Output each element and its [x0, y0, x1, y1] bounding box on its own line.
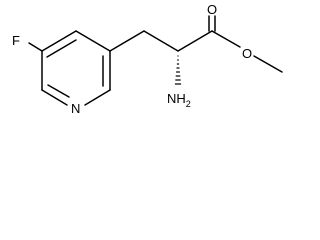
bond-carbonyl-ester-o — [211, 30, 241, 48]
bond-n-c6-inner — [47, 84, 70, 98]
amine-subscript: 2 — [186, 99, 191, 109]
bond-c4-c3 — [75, 30, 111, 52]
carbonyl-oxygen-label: O — [207, 2, 217, 17]
bond-c2-n — [84, 89, 111, 106]
pyridine-ring — [41, 30, 111, 106]
bond-alpha-carbonyl — [177, 30, 213, 52]
bond-c5-fluorine — [28, 42, 43, 52]
fluorine-label: F — [12, 33, 20, 48]
hashed-wedge-lines — [174, 55, 182, 85]
side-chain — [109, 15, 283, 85]
ring-nitrogen-label: N — [71, 101, 80, 116]
bond-c5-c4 — [41, 30, 77, 52]
bond-n-c6 — [41, 89, 68, 106]
bond-ring-ch2 — [109, 30, 145, 52]
ester-oxygen-label: O — [242, 46, 252, 61]
bond-c4-c4-inner — [46, 39, 77, 58]
molecule-diagram: F N NH2 O O — [12, 2, 283, 116]
bond-ester-o-methyl — [253, 55, 283, 73]
amine-label: NH2 — [167, 91, 191, 109]
bond-ch2-alpha — [143, 30, 179, 52]
